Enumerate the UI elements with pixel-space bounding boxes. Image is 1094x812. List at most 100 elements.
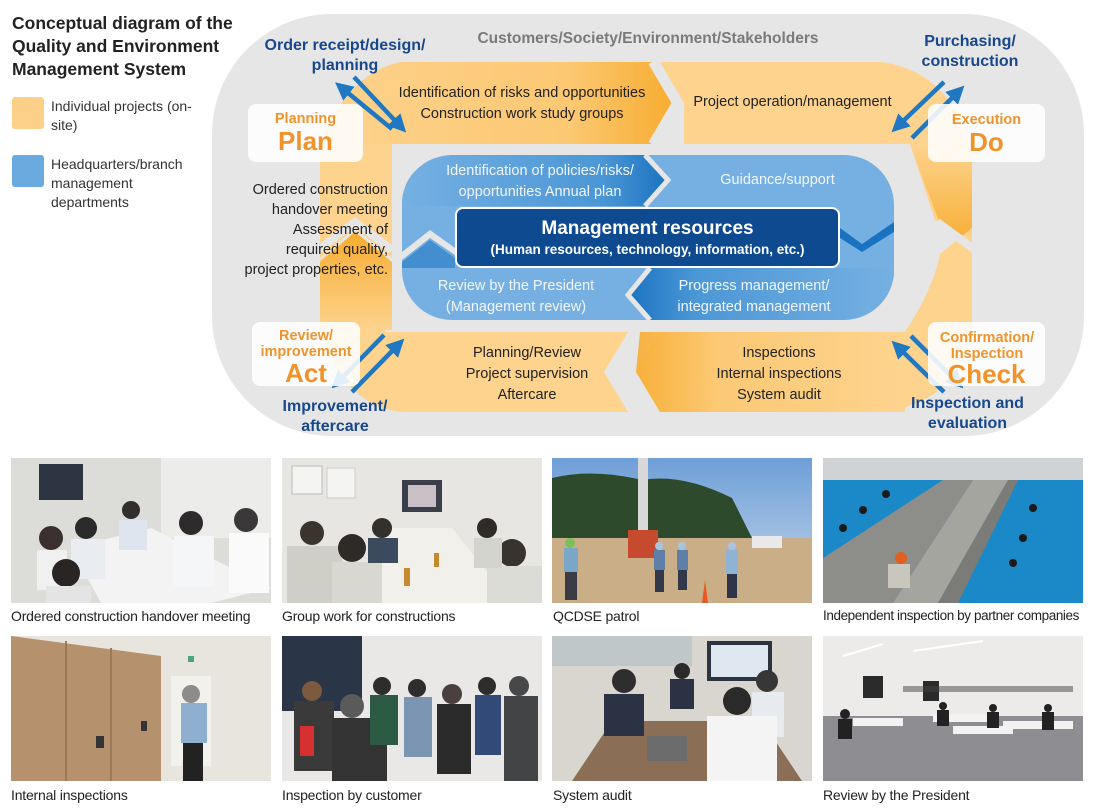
phase-check-main: Check (947, 359, 1026, 389)
orange-segment-left-top (320, 144, 392, 258)
text-line: System audit (737, 387, 821, 403)
pdca-diagram: Customers/Society/Environment/Stakeholde… (212, 14, 1084, 436)
orange-segment-bottom-right-gradient (636, 332, 905, 412)
blue-top-left-text: Identification of policies/risks/ opport… (425, 161, 655, 203)
phase-check: Confirmation/ Inspection Check (928, 322, 1045, 389)
blue-segment-top-left (402, 155, 668, 206)
blue-chevron-gap-top (643, 153, 672, 208)
text-line: Review by the President (437, 278, 595, 294)
phase-plan-main: Plan (278, 126, 333, 156)
photo-system-audit (552, 636, 812, 781)
meeting-room-image (552, 636, 812, 781)
photo-president-review (823, 636, 1083, 781)
text-line: opportunities Annual plan (458, 184, 622, 200)
text-line: Aftercare (497, 387, 557, 403)
text-line: (Management review) (445, 299, 587, 315)
text-line: project properties, etc. (244, 262, 388, 278)
text-line: Planning/Review (472, 345, 581, 361)
legend-swatch-blue (12, 155, 44, 187)
orange-chevron-gap-right (902, 219, 978, 254)
legend-label: Headquarters/branch management departmen… (51, 156, 183, 210)
text-line: Inspections (742, 345, 816, 361)
phase-do-main: Do (969, 127, 1004, 157)
diagram-title: Conceptual diagram of the Quality and En… (12, 13, 233, 79)
text-line: Construction work study groups (420, 106, 624, 122)
orange-chevron-gap-left (315, 216, 395, 254)
hall-image (823, 636, 1083, 781)
blue-top-right-text: Guidance/support (720, 172, 835, 188)
photo-qcdse-patrol (552, 458, 812, 603)
phase-act-main: Act (285, 358, 327, 388)
text-line: Project supervision (465, 366, 589, 382)
orange-segment-top-left (320, 62, 676, 144)
core-title: Management resources (541, 218, 754, 239)
arrow-icon (352, 75, 407, 133)
construction-site-image (552, 458, 812, 603)
text-line: integrated management (677, 299, 831, 315)
photo-partner-inspection (823, 458, 1083, 603)
blue-left-gap (402, 230, 455, 260)
text-line: Assessment of (292, 222, 388, 238)
phase-do: Execution Do (928, 104, 1045, 162)
text-line: Internal inspections (716, 366, 842, 382)
photo-caption: Ordered construction handover meeting (11, 608, 251, 624)
text-line: required quality, (285, 242, 388, 258)
text-line: Identification of risks and opportunitie… (398, 85, 646, 101)
orange-segment-top-right (660, 62, 972, 250)
legend-item-individual-projects: Individual projects (on-site) (12, 97, 201, 135)
phase-check-sub: Confirmation/ Inspection (939, 330, 1035, 362)
orange-chevron-gap-top (648, 59, 681, 147)
orange-left-text: Ordered construction handover meeting As… (226, 180, 388, 280)
corridor-image (11, 636, 271, 781)
label-inspection-evaluation: Inspection and evaluation (911, 395, 1024, 432)
phase-plan-sub: Planning (274, 111, 337, 127)
blue-chevron-gap-bottom (624, 266, 652, 322)
orange-top-left-text: Identification of risks and opportunitie… (392, 83, 652, 125)
text-line: Ordered construction (252, 182, 388, 198)
photo-handover-meeting (11, 458, 271, 603)
photo-caption: Review by the President (823, 787, 970, 803)
text-line: Identification of policies/risks/ (446, 163, 634, 179)
orange-top-right-text: Project operation/management (693, 94, 892, 110)
orange-bottom-left-text: Planning/Review Project supervision Afte… (437, 343, 617, 406)
roof-inspection-image (823, 458, 1083, 603)
blue-segment-bottom-right (628, 268, 894, 320)
phase-act: Review/ improvement Act (252, 322, 360, 386)
photo-caption: Inspection by customer (282, 787, 422, 803)
arrow-icon (350, 338, 405, 394)
orange-segment-bottom-left (320, 232, 628, 412)
phase-do-sub: Execution (951, 112, 1022, 128)
photo-caption: Independent inspection by partner compan… (823, 608, 1079, 623)
crowd-room-image (282, 636, 542, 781)
arrow-icon (891, 80, 946, 133)
photo-group-work (282, 458, 542, 603)
legend-item-headquarters: Headquarters/branch management departmen… (12, 155, 201, 212)
text-line: handover meeting (271, 202, 388, 218)
photo-caption: Group work for constructions (282, 608, 456, 624)
phase-plan: Planning Plan (248, 104, 363, 162)
outer-stakeholders-label: Customers/Society/Environment/Stakeholde… (477, 30, 819, 47)
label-improvement-aftercare: Improvement/ aftercare (282, 398, 388, 435)
text-line: Progress management/ (678, 278, 830, 294)
meeting-room-image (11, 458, 271, 603)
photo-internal-inspections (11, 636, 271, 781)
orange-left-arrow (320, 232, 392, 330)
management-resources-box: Management resources (Human resources, t… (455, 207, 840, 268)
blue-left-arrow (402, 240, 455, 268)
blue-bottom-right-text: Progress management/ integrated manageme… (660, 276, 848, 318)
legend-label: Individual projects (on-site) (51, 98, 192, 133)
core-subtitle: (Human resources, technology, informatio… (490, 242, 805, 257)
label-purchasing: Purchasing/ construction (921, 33, 1019, 70)
orange-chevron-gap-bottom (607, 329, 640, 415)
meeting-room-image (282, 458, 542, 603)
arrows-top-left (335, 75, 407, 133)
arrow-icon (335, 82, 394, 131)
phase-act-sub: Review/ improvement (260, 328, 352, 360)
blue-right-arrow (840, 222, 894, 252)
orange-bottom-right-text: Inspections Internal inspections System … (690, 343, 868, 406)
legend-swatch-orange (12, 97, 44, 129)
photo-customer-inspection (282, 636, 542, 781)
photo-caption: Internal inspections (11, 787, 128, 803)
label-order-receipt: Order receipt/design/ planning (264, 37, 426, 74)
orange-right-arrow (910, 144, 972, 250)
